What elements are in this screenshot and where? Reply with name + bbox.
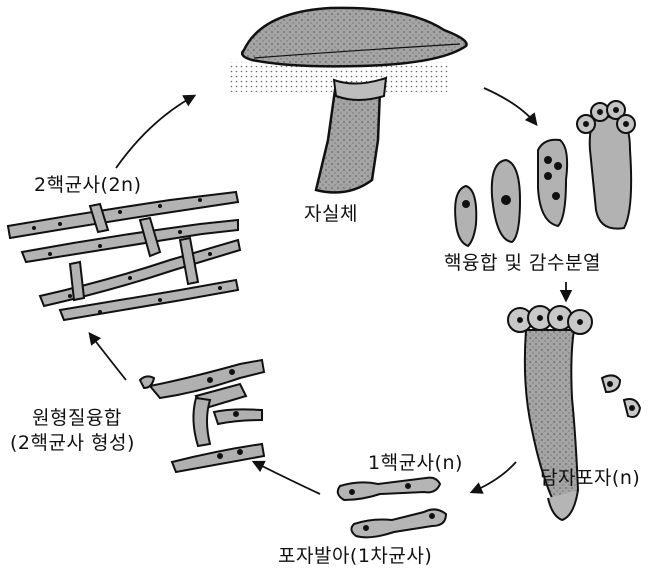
fruiting-body-label: 자실체 — [304, 203, 358, 225]
plasmogamy-hyphae-illustration — [140, 360, 264, 472]
arrow-fruiting-to-basidia — [484, 88, 536, 124]
basidiospore-label: 담자포자(n) — [540, 467, 640, 489]
basidia-stages-illustration — [455, 101, 635, 246]
arrow-plasmogamy-to-mycelium — [90, 334, 126, 380]
germinating-spores-illustration — [338, 478, 446, 538]
arrow-mycelium-to-fruiting — [116, 96, 194, 168]
arrow-spore-to-germination — [472, 462, 516, 492]
karyogamy-meiosis-label: 핵융합 및 감수분열 — [444, 252, 601, 274]
dikaryotic-mycelium-illustration — [8, 192, 240, 320]
plasmogamy-label: 원형질융합 — [32, 407, 122, 429]
arrow-germination-to-plasmogamy — [254, 462, 320, 494]
dikaryotic-mycelium-label: 2핵균사(2n) — [34, 174, 141, 196]
plasmogamy-sublabel: (2핵균사 형성) — [10, 432, 135, 454]
spore-germination-label: 포자발아(1차균사) — [278, 545, 432, 567]
mushroom-illustration — [228, 8, 467, 193]
primary-mycelium-label: 1핵균사(n) — [368, 452, 463, 474]
